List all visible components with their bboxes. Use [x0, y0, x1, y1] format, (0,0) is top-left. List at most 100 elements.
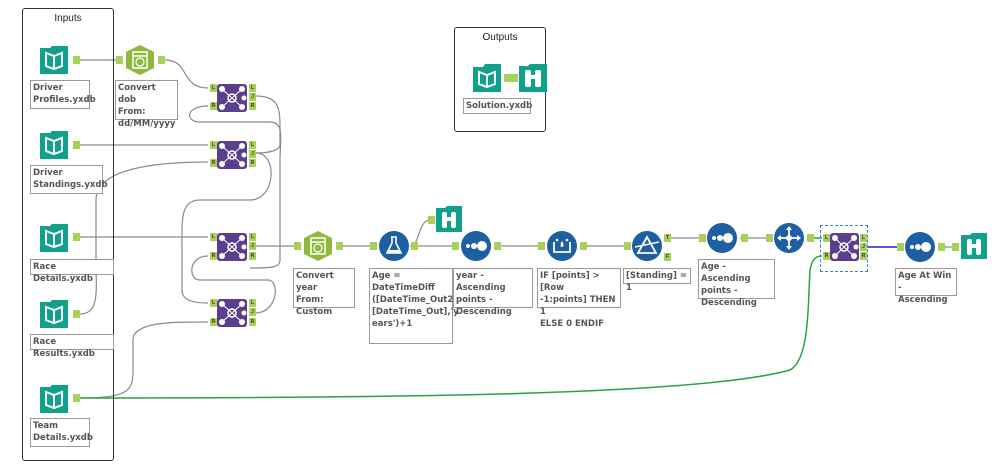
tool-join-3[interactable]: [217, 233, 247, 261]
sort-icon: [707, 223, 737, 253]
input-anchor[interactable]: [511, 74, 518, 82]
annotation-sort-3: Age At Win - Ascending: [895, 268, 957, 305]
input-anchor[interactable]: [897, 243, 904, 251]
annotation-multi-row-formula: IF [points] > [Row -1:points] THEN 1 ELS…: [537, 268, 621, 329]
annotation-formula: Age = DateTimeDiff ([DateTime_Out2], [Da…: [369, 268, 460, 344]
join-left-anchor[interactable]: L: [210, 141, 217, 149]
input-anchor[interactable]: [952, 243, 959, 251]
tool-filter[interactable]: [631, 230, 663, 262]
tool-join-1[interactable]: [217, 84, 247, 112]
binoculars-icon: [961, 233, 987, 259]
connection: [164, 59, 209, 89]
annotation-sort-2: Age - Ascending points - Descending: [698, 259, 775, 308]
tool-select[interactable]: [773, 222, 805, 254]
tool-solution-input[interactable]: [472, 63, 502, 93]
join-join-out-anchor[interactable]: J: [249, 242, 256, 250]
output-anchor[interactable]: [336, 242, 343, 250]
filter-true-anchor[interactable]: T: [664, 234, 671, 242]
annotation-convert-dob: Convert dob From: dd/MM/yyyy: [115, 80, 178, 129]
output-anchor[interactable]: [158, 56, 165, 64]
output-anchor[interactable]: [73, 56, 80, 64]
binoculars-icon: [519, 64, 547, 92]
datetime-icon: [126, 45, 154, 75]
input-anchor[interactable]: [699, 234, 706, 242]
input-anchor[interactable]: [370, 242, 377, 250]
join-left-out-anchor[interactable]: L: [249, 299, 256, 307]
book-icon: [40, 385, 68, 413]
annotation-sort-1: year - Ascending points - Descending: [453, 268, 533, 317]
tool-convert-year[interactable]: [302, 230, 334, 262]
tool-join-4[interactable]: [217, 299, 247, 327]
input-anchor[interactable]: [294, 242, 301, 250]
input-anchor[interactable]: [428, 216, 435, 224]
filter-icon: [632, 231, 662, 261]
tool-driver-standings[interactable]: [38, 129, 70, 161]
join-join-out-anchor[interactable]: J: [249, 150, 256, 158]
tool-browse-3[interactable]: [518, 63, 548, 93]
annotation-race-results: Race Results.yxdb: [30, 334, 114, 359]
join-right-out-anchor[interactable]: R: [860, 252, 867, 260]
inputs-container[interactable]: Inputs: [22, 8, 114, 461]
input-anchor[interactable]: [766, 234, 773, 242]
output-anchor[interactable]: [73, 394, 80, 402]
join-left-out-anchor[interactable]: L: [860, 234, 867, 242]
input-anchor[interactable]: [116, 56, 123, 64]
filter-false-anchor[interactable]: F: [664, 253, 671, 261]
join-right-anchor[interactable]: R: [210, 102, 217, 110]
output-anchor[interactable]: [807, 234, 814, 242]
join-left-anchor[interactable]: L: [823, 234, 830, 242]
tool-sort-2[interactable]: [706, 222, 738, 254]
join-right-out-anchor[interactable]: R: [249, 159, 256, 167]
tool-convert-dob[interactable]: [124, 44, 156, 76]
tool-browse-1[interactable]: [435, 205, 463, 233]
join-join-out-anchor[interactable]: J: [249, 93, 256, 101]
tool-browse-2[interactable]: [960, 232, 988, 260]
join-right-out-anchor[interactable]: R: [249, 252, 256, 260]
output-anchor[interactable]: [73, 141, 80, 149]
join-right-anchor[interactable]: R: [210, 159, 217, 167]
output-anchor[interactable]: [938, 243, 945, 251]
output-anchor[interactable]: [504, 74, 511, 82]
tool-driver-profiles[interactable]: [38, 44, 70, 76]
sort-icon: [461, 231, 491, 261]
book-icon: [40, 300, 68, 328]
selection-outline: [820, 225, 868, 272]
tool-sort-1[interactable]: [460, 230, 492, 262]
input-anchor[interactable]: [452, 242, 459, 250]
input-anchor[interactable]: [624, 242, 631, 250]
join-left-anchor[interactable]: L: [210, 84, 217, 92]
join-right-anchor[interactable]: R: [210, 252, 217, 260]
output-anchor[interactable]: [411, 242, 418, 250]
join-right-out-anchor[interactable]: R: [249, 318, 256, 326]
join-right-out-anchor[interactable]: R: [249, 102, 256, 110]
input-anchor[interactable]: [538, 242, 545, 250]
binoculars-icon: [436, 206, 462, 232]
output-anchor[interactable]: [73, 233, 80, 241]
tool-join-5[interactable]: [830, 233, 859, 261]
join-right-anchor[interactable]: R: [823, 252, 830, 260]
output-anchor[interactable]: [73, 310, 80, 318]
output-anchor[interactable]: [580, 242, 587, 250]
join-right-anchor[interactable]: R: [210, 318, 217, 326]
join-left-out-anchor[interactable]: L: [249, 141, 256, 149]
tool-team-details[interactable]: [38, 383, 70, 415]
join-left-anchor[interactable]: L: [210, 233, 217, 241]
tool-race-details[interactable]: [38, 222, 70, 254]
join-icon: [217, 299, 247, 327]
connection-team-to-join5: [79, 255, 823, 399]
join-join-out-anchor[interactable]: J: [249, 308, 256, 316]
output-anchor[interactable]: [741, 234, 748, 242]
join-left-out-anchor[interactable]: L: [249, 84, 256, 92]
output-anchor[interactable]: [494, 242, 501, 250]
tool-multi-row-formula[interactable]: [546, 230, 578, 262]
join-left-out-anchor[interactable]: L: [249, 233, 256, 241]
tool-formula[interactable]: [378, 230, 410, 262]
annotation-driver-profiles: Driver Profiles.yxdb: [30, 80, 96, 109]
join-join-out-anchor[interactable]: J: [860, 243, 867, 251]
tool-join-2[interactable]: [217, 141, 247, 169]
tool-race-results[interactable]: [38, 298, 70, 330]
tool-sort-3[interactable]: [904, 231, 936, 263]
join-left-anchor[interactable]: L: [210, 299, 217, 307]
